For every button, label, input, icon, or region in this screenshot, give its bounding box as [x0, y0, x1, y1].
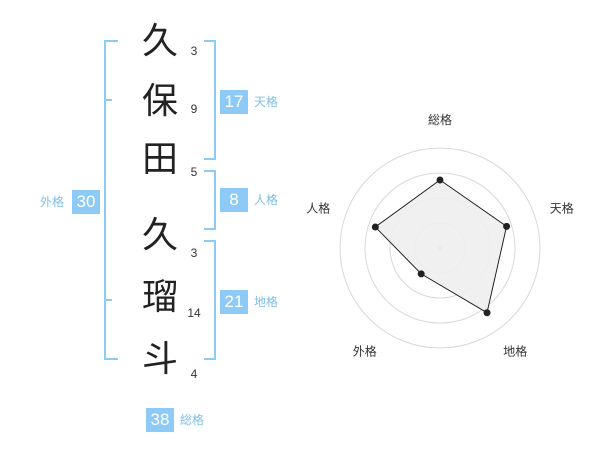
stroke-count-6: 4 — [190, 367, 198, 381]
name-char-4: 久 — [141, 215, 178, 256]
name-char-2: 保 — [141, 81, 178, 122]
gaikaku-label: 外格 — [40, 195, 65, 209]
radar-point-3 — [483, 309, 491, 317]
radar-grid-ring — [339, 147, 541, 349]
name-char-1: 久 — [141, 21, 178, 62]
radar-axis-label-1: 総格 — [428, 112, 452, 127]
stroke-count-2: 9 — [190, 102, 198, 116]
radar-axis-label-5: 人格 — [306, 200, 330, 215]
stroke-count-4: 3 — [190, 246, 198, 260]
chikaku-label: 地格 — [254, 295, 279, 309]
chikaku-value-badge: 21 — [220, 290, 248, 314]
name-char-6: 斗 — [141, 339, 178, 380]
gaikaku-bracket-tick — [104, 299, 112, 301]
radar-points — [371, 176, 511, 317]
radar-point-5 — [371, 223, 379, 231]
radar-grid-ring — [364, 172, 516, 324]
radar-axis-label-3: 地格 — [503, 344, 527, 359]
tenkaku-label: 天格 — [254, 95, 279, 109]
radar-point-1 — [436, 176, 444, 184]
radar-point-4 — [417, 270, 425, 278]
tenkaku-bracket — [204, 40, 216, 160]
stroke-count-1: 3 — [190, 44, 198, 58]
stroke-count-3: 5 — [190, 165, 198, 179]
soukaku-label: 総格 — [180, 413, 205, 427]
name-char-5: 瑠 — [141, 277, 178, 318]
radar-axis-label-2: 天格 — [550, 200, 574, 215]
gaikaku-bracket — [104, 40, 118, 360]
jinkaku-bracket — [204, 170, 216, 230]
tenkaku-value-badge: 17 — [220, 90, 248, 114]
jinkaku-label: 人格 — [254, 193, 279, 207]
name-char-3: 田 — [141, 139, 178, 180]
chikaku-bracket — [204, 240, 216, 360]
gaikaku-bracket-tick — [104, 99, 112, 101]
gaikaku-value-badge: 30 — [72, 190, 100, 214]
stroke-count-5: 14 — [187, 306, 201, 320]
radar-point-2 — [503, 222, 511, 230]
jinkaku-value-badge: 8 — [220, 188, 248, 212]
radar-value-polygon — [374, 179, 508, 314]
soukaku-value-badge: 38 — [146, 408, 174, 432]
radar-axis-label-4: 外格 — [353, 344, 377, 359]
